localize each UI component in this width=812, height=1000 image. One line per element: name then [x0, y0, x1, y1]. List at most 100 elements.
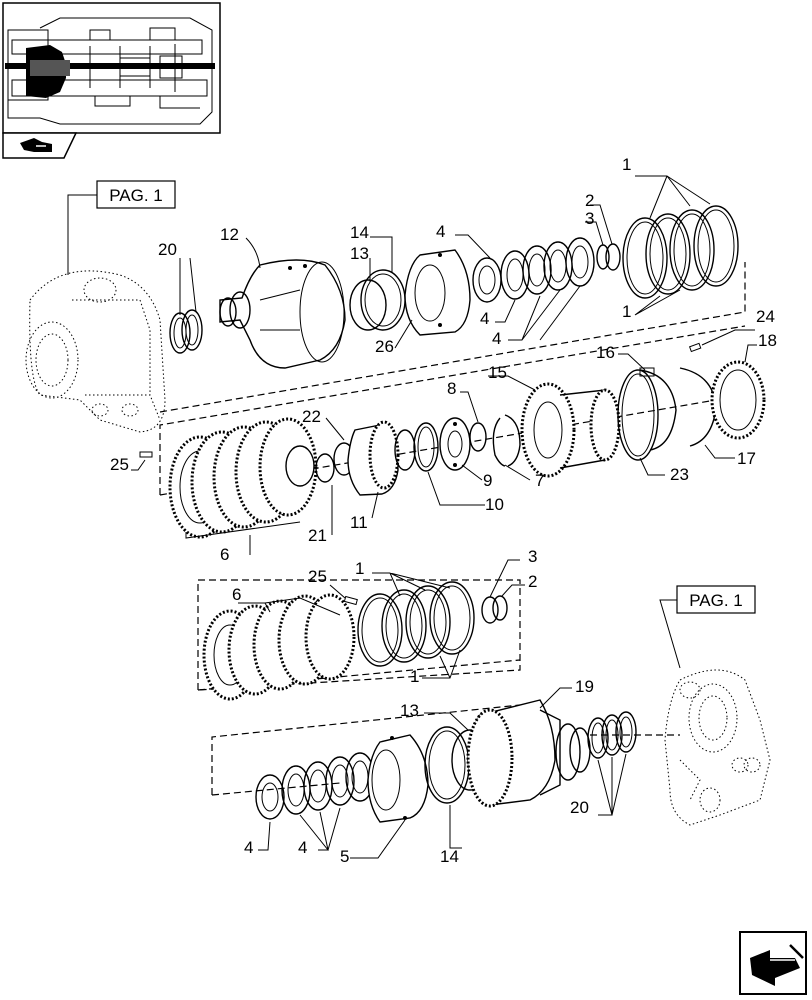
callout-17: 17 — [737, 449, 756, 468]
leader-1-top — [635, 175, 711, 219]
callout-13-low: 13 — [400, 701, 419, 720]
part-18-gear-ring — [710, 360, 766, 440]
rear-housing — [664, 669, 771, 826]
callout-4-d: 4 — [244, 838, 253, 857]
page-reference-top[interactable]: PAG. 1 — [67, 180, 176, 275]
leader-4-low — [258, 807, 341, 851]
callout-14-top: 14 — [350, 223, 369, 242]
part-25-pin-top — [139, 451, 153, 458]
leader-20-low — [597, 753, 627, 816]
leader-11 — [371, 491, 379, 519]
callout-19: 19 — [575, 677, 594, 696]
callout-1-top-b: 1 — [355, 559, 364, 578]
callout-4-a: 4 — [436, 222, 445, 241]
leader-20-top — [179, 257, 197, 315]
callout-9: 9 — [483, 471, 492, 490]
callout-3-top: 3 — [585, 209, 594, 228]
part-4-springs-low — [255, 752, 375, 820]
leader-2-3-top — [585, 204, 613, 246]
part-15-gear — [520, 382, 621, 478]
leader-6-low — [238, 597, 341, 616]
callout-18: 18 — [758, 331, 777, 350]
leader-1-mid — [634, 289, 681, 316]
svg-text:PAG. 1: PAG. 1 — [109, 186, 163, 205]
part-6-disc-pack-top — [168, 417, 318, 539]
axis-line-row3-b — [197, 659, 521, 691]
leader-18 — [744, 344, 757, 363]
leader-8 — [460, 391, 479, 423]
callout-4-c: 4 — [492, 329, 501, 348]
part-6-disc-pack-low — [202, 593, 356, 701]
leader-23 — [639, 457, 665, 476]
leader-13-14-top — [369, 236, 393, 282]
callout-6-top: 6 — [220, 545, 229, 564]
callout-15: 15 — [488, 363, 507, 382]
part-21-ring — [315, 453, 335, 483]
leader-7 — [504, 464, 531, 481]
hand-arrow-icon[interactable] — [2, 132, 78, 159]
leader-13-low — [424, 712, 469, 731]
leader-5 — [350, 819, 406, 859]
page-reference-bottom[interactable]: PAG. 1 — [659, 585, 756, 669]
part-20-rings-top — [169, 309, 203, 354]
callout-labels: 1 2 3 1 12 14 13 4 4 4 20 26 24 18 16 15… — [110, 155, 777, 866]
leader-1-low-b — [422, 649, 461, 679]
part-24-pin — [688, 342, 702, 353]
axis-line-row2 — [159, 325, 746, 496]
leader-25-low — [329, 584, 346, 599]
callout-26: 26 — [375, 337, 394, 356]
callout-1-low: 1 — [410, 667, 419, 686]
callout-2-top: 2 — [585, 191, 594, 210]
callout-7: 7 — [535, 471, 544, 490]
part-16-snap-ring — [639, 367, 677, 451]
part-20-rings-low — [587, 711, 637, 759]
part-23-ring — [617, 369, 659, 461]
part-2-3-top — [596, 243, 621, 271]
part-13-14-rings-top — [349, 269, 406, 331]
leader-19 — [539, 687, 572, 709]
part-19-clutch-drum — [466, 699, 591, 808]
part-9-plate — [439, 417, 471, 471]
leader-9 — [461, 464, 483, 481]
callout-20-low: 20 — [570, 798, 589, 817]
transmission-thumbnail[interactable] — [2, 2, 221, 134]
callout-1-mid: 1 — [622, 302, 631, 321]
callout-13-top: 13 — [350, 244, 369, 263]
callout-16: 16 — [596, 343, 615, 362]
leader-12 — [245, 237, 261, 269]
part-14-ring-low — [424, 726, 470, 804]
leader-6-top — [185, 521, 301, 539]
callout-14-low: 14 — [440, 847, 459, 866]
next-page-arrow-icon[interactable] — [739, 931, 807, 995]
leader-4-top-b — [495, 285, 581, 341]
callout-10: 10 — [485, 495, 504, 514]
part-5-piston — [367, 734, 429, 823]
part-7-circlip — [492, 414, 521, 467]
leader-17 — [704, 444, 735, 459]
callout-1-top: 1 — [622, 155, 631, 174]
leader-14-low — [449, 805, 462, 849]
front-housing — [25, 270, 166, 433]
axis-line-row3 — [197, 579, 521, 691]
callout-11: 11 — [350, 513, 368, 532]
leader-4-top-a — [455, 234, 491, 259]
part-26-piston — [404, 249, 471, 336]
callout-4-e: 4 — [298, 838, 307, 857]
leader-22 — [325, 417, 345, 441]
part-25-pin-low — [343, 595, 358, 606]
callout-24: 24 — [756, 307, 775, 326]
part-17-circlip — [679, 367, 717, 447]
leader-24 — [701, 329, 755, 346]
leader-1-low-a — [372, 572, 451, 597]
svg-text:PAG. 1: PAG. 1 — [689, 591, 743, 610]
part-1-rings-top — [622, 205, 739, 299]
callout-22: 22 — [302, 407, 321, 426]
callout-5: 5 — [340, 847, 349, 866]
callout-3-low: 3 — [528, 547, 537, 566]
callout-21: 21 — [308, 526, 327, 545]
callout-20-top: 20 — [158, 240, 177, 259]
callout-23: 23 — [670, 465, 689, 484]
callout-6-low: 6 — [232, 585, 241, 604]
part-10-ring — [413, 422, 439, 472]
